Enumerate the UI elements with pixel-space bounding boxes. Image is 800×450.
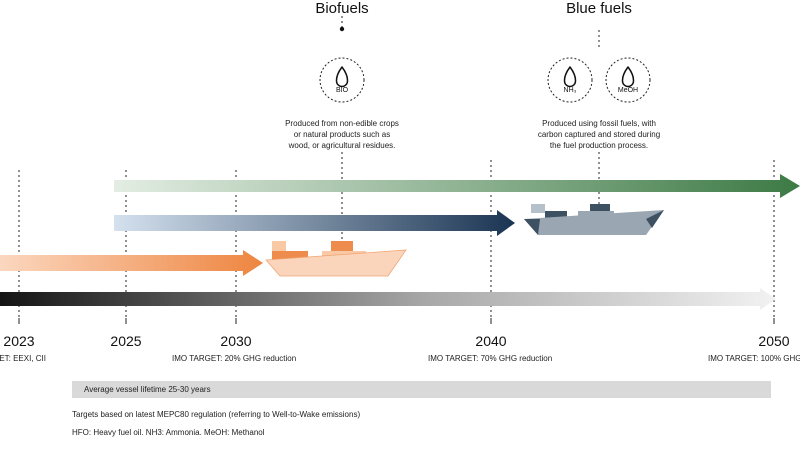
description-line: the fuel production process. bbox=[549, 141, 649, 150]
meoh-badge-label: MeOH bbox=[617, 87, 639, 94]
ship-cargo bbox=[331, 241, 353, 251]
droplet-icon bbox=[335, 66, 349, 88]
ship-cargo bbox=[590, 204, 610, 212]
description-line: carbon captured and stored during bbox=[537, 130, 661, 139]
ship-hull bbox=[265, 249, 407, 277]
ship-icon bbox=[524, 204, 664, 235]
nh3-badge-label: NH₃ bbox=[563, 87, 577, 94]
biofuel-arrow bbox=[0, 250, 263, 276]
year-2040: 2040 bbox=[475, 333, 507, 349]
year-2030: 2030 bbox=[220, 333, 252, 349]
bluefuels-description: Produced using fossil fuels, with carbon… bbox=[514, 118, 684, 151]
green-fuel-arrow bbox=[114, 174, 800, 198]
footnote-regulation: Targets based on latest MEPC80 regulatio… bbox=[72, 410, 361, 419]
year-ticks bbox=[18, 318, 775, 324]
hfo-arrow bbox=[0, 288, 776, 310]
droplet-icons bbox=[335, 66, 635, 88]
droplet-icon bbox=[563, 66, 577, 88]
ship-cargo bbox=[272, 251, 308, 260]
biofuels-top-dot bbox=[339, 26, 345, 32]
target-2050: IMO TARGET: 100% GHG bbox=[708, 354, 800, 363]
year-2050: 2050 bbox=[758, 333, 790, 349]
description-line: wood, or agricultural residues. bbox=[288, 141, 396, 150]
nh3-badge bbox=[547, 57, 593, 103]
bio-badge bbox=[319, 57, 365, 103]
ship-bow bbox=[524, 219, 540, 235]
description-line: Produced from non-edible crops bbox=[285, 119, 399, 128]
description-line: or natural products such as bbox=[293, 130, 391, 139]
footnote-abbreviations: HFO: Heavy fuel oil. NH3: Ammonia. MeOH:… bbox=[72, 428, 265, 437]
vessel-lifetime-bar: Average vessel lifetime 25-30 years bbox=[72, 381, 771, 398]
target-2040: IMO TARGET: 70% GHG reduction bbox=[428, 354, 553, 363]
description-line: Produced using fossil fuels, with bbox=[542, 119, 656, 128]
bio-badge-label: BIO bbox=[335, 87, 349, 94]
biofuels-description: Produced from non-edible crops or natura… bbox=[262, 118, 422, 151]
year-2023: 2023 bbox=[3, 333, 35, 349]
ship-cargo bbox=[545, 211, 567, 219]
meoh-badge bbox=[605, 57, 651, 103]
blue-fuel-arrow bbox=[114, 210, 515, 236]
ship-hull bbox=[524, 210, 664, 235]
ship-stern bbox=[646, 210, 664, 228]
target-2023: TARGET: EEXI, CII bbox=[0, 354, 46, 363]
ship-cabin bbox=[531, 204, 545, 213]
bluefuels-heading: Blue fuels bbox=[566, 0, 632, 17]
ship-icon bbox=[265, 241, 407, 277]
droplet-icon bbox=[621, 66, 635, 88]
year-2025: 2025 bbox=[110, 333, 142, 349]
ship-cabin bbox=[272, 241, 286, 251]
biofuels-heading: Biofuels bbox=[315, 0, 369, 17]
fuel-badges bbox=[319, 57, 651, 103]
target-2030: IMO TARGET: 20% GHG reduction bbox=[172, 354, 297, 363]
